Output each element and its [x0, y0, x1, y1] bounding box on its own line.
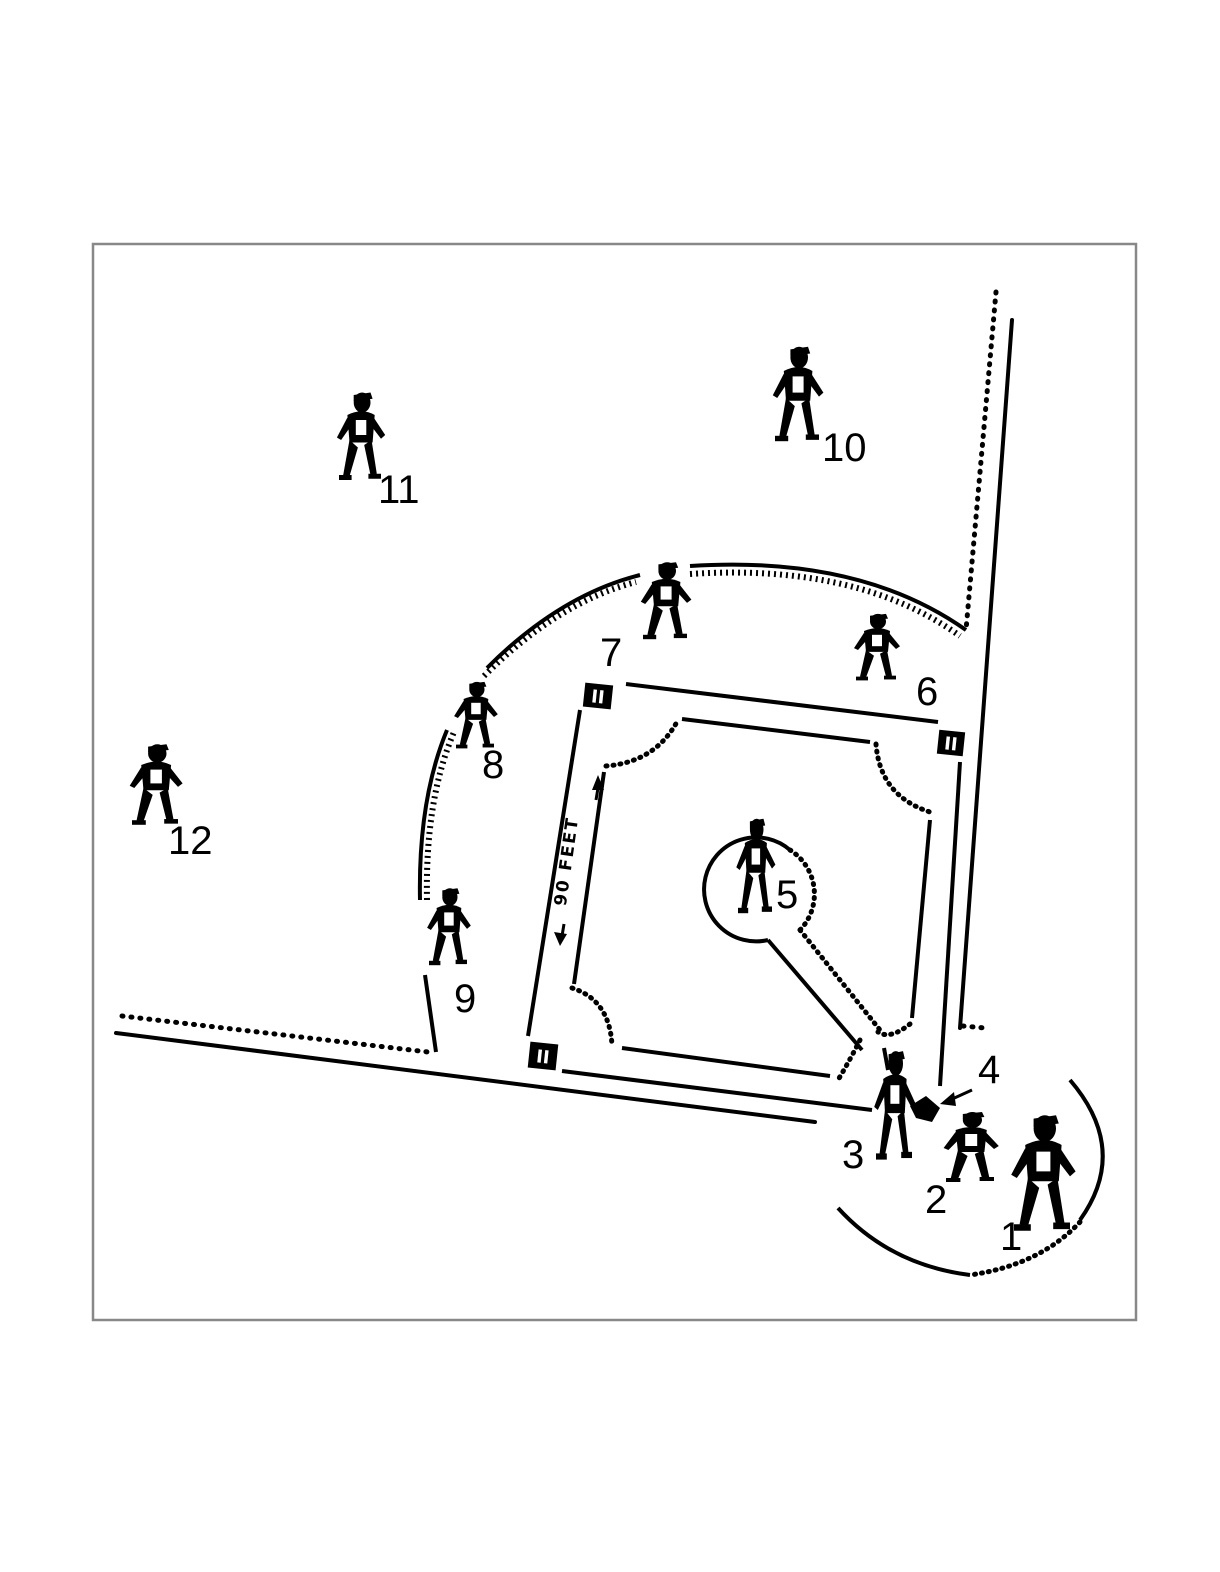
position-label-6: 6	[916, 670, 938, 714]
third-base-mark: II	[535, 1046, 551, 1068]
outfield-boundary-dotted	[119, 289, 999, 1055]
position-label-2: 2	[925, 1178, 947, 1222]
home-plate	[910, 1096, 940, 1122]
foul-lines	[114, 318, 1014, 1124]
player-shortstop-figure	[454, 681, 498, 749]
third-base-foul-line	[114, 1031, 817, 1124]
pitchers-circle	[702, 835, 864, 1052]
position-label-1: 1	[1000, 1215, 1022, 1259]
position-label-5: 5	[776, 873, 798, 917]
infield-arc	[417, 562, 968, 1053]
position-label-8: 8	[482, 743, 504, 787]
player-third-baseman-figure	[427, 888, 471, 966]
inner-infield	[572, 717, 932, 1078]
inner-infield-dotted-corners	[569, 717, 933, 1083]
base-paths	[526, 682, 962, 1112]
position-label-3: 3	[842, 1133, 864, 1177]
players	[129, 346, 1076, 1231]
position-label-9: 9	[454, 977, 476, 1021]
home-plate-area	[836, 1078, 1105, 1277]
position-label-4: 4	[978, 1048, 1000, 1092]
player-umpire-figure	[1011, 1115, 1076, 1231]
first-base: II	[936, 729, 966, 757]
position-label-11: 11	[378, 468, 420, 512]
player-pitcher-figure	[736, 818, 776, 914]
pitchers-circle-dotted	[787, 847, 883, 1033]
player-center-fielder-figure	[336, 392, 386, 480]
position-label-10: 10	[822, 426, 867, 470]
player-second-baseman-figure	[640, 562, 692, 640]
home-plate-arrow	[940, 1088, 973, 1106]
distance-arrow-up-icon	[592, 775, 604, 790]
distance-indicator: 90 FEET	[551, 775, 604, 946]
second-base: II	[582, 682, 614, 710]
player-right-fielder-figure	[772, 346, 824, 442]
distance-arrow-down-icon	[554, 932, 567, 946]
position-label-12: 12	[168, 819, 213, 863]
bat-icon	[882, 1047, 890, 1071]
infield-arc-hatching	[423, 569, 962, 901]
player-left-fielder-figure	[129, 744, 183, 825]
home-plate-area-dotted	[967, 1219, 1083, 1278]
diagram-frame	[91, 242, 1138, 1322]
player-first-baseman-figure	[854, 613, 900, 681]
position-labels: 1 2 3 4 5 6 7 8 9 10 11 12	[168, 426, 1022, 1259]
position-label-7: 7	[600, 631, 622, 675]
third-base: II	[527, 1041, 559, 1071]
player-batter-figure	[874, 1051, 916, 1160]
second-base-mark: II	[590, 686, 606, 708]
first-base-foul-line	[958, 318, 1014, 1030]
player-catcher-figure	[943, 1112, 999, 1182]
first-base-mark: II	[943, 733, 959, 755]
